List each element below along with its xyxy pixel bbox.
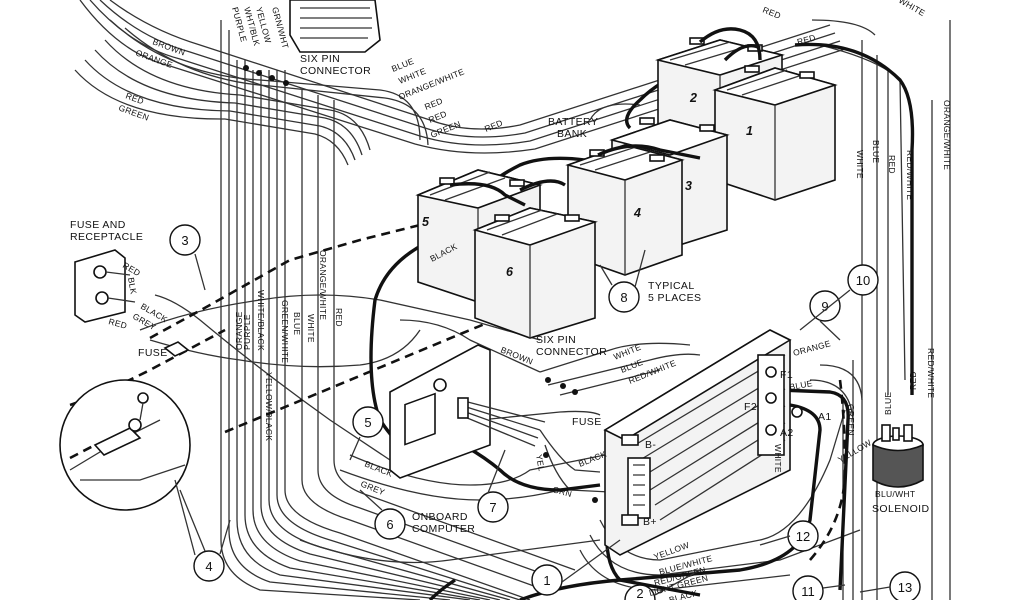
svg-text:A2: A2 (780, 427, 794, 439)
svg-text:YELLOW: YELLOW (836, 437, 873, 464)
svg-text:WHITE: WHITE (306, 314, 316, 343)
battery-1 (712, 65, 838, 201)
callout-8: 8 (608, 281, 640, 313)
label-blu-wht: BLU/WHT (875, 489, 915, 499)
callout-11: 11 (792, 575, 824, 600)
svg-text:BLACK: BLACK (577, 449, 608, 469)
svg-text:5: 5 (364, 415, 371, 430)
svg-text:ORANGE/WHITE: ORANGE/WHITE (318, 250, 328, 320)
callout-10: 10 (847, 264, 879, 296)
svg-text:B-: B- (645, 439, 656, 451)
svg-text:RED: RED (761, 5, 782, 21)
svg-text:A1: A1 (818, 411, 832, 423)
svg-text:YELLOW/BLACK: YELLOW/BLACK (264, 372, 274, 441)
svg-text:BLUE: BLUE (871, 140, 881, 163)
svg-text:BLK: BLK (126, 277, 139, 295)
svg-text:3: 3 (181, 233, 188, 248)
label-solenoid: SOLENOID (872, 503, 929, 515)
solenoid (872, 424, 924, 488)
callout-3: 3 (169, 224, 201, 256)
battery-label-6: 6 (506, 265, 514, 279)
svg-text:RED/WHITE: RED/WHITE (905, 150, 915, 200)
svg-text:WHITE: WHITE (897, 0, 927, 18)
svg-text:GREEN: GREEN (117, 102, 150, 122)
callout-5: 5 (352, 406, 384, 438)
svg-text:8: 8 (620, 290, 627, 305)
onboard-computer (389, 344, 546, 479)
svg-text:RED: RED (908, 371, 918, 390)
svg-text:GREEN: GREEN (846, 404, 856, 436)
battery-label-2: 2 (689, 91, 697, 105)
svg-text:10: 10 (856, 273, 870, 288)
svg-text:ORANGE: ORANGE (234, 311, 244, 350)
battery-label-4: 4 (633, 206, 641, 220)
battery-bank (415, 27, 838, 339)
svg-text:BLUE: BLUE (883, 392, 893, 415)
battery-label-1: 1 (746, 124, 753, 138)
callout-12: 12 (787, 520, 819, 552)
svg-text:WHITE: WHITE (773, 444, 783, 473)
callout-4: 4 (193, 550, 225, 582)
fuse-receptacle (74, 249, 190, 357)
svg-text:GRN/WHT: GRN/WHT (270, 6, 291, 50)
battery-label-5: 5 (422, 215, 430, 229)
controller-terminal-labels: B- B+ F1 F2 A1 A2 (643, 369, 832, 528)
svg-text:12: 12 (796, 529, 810, 544)
svg-text:GRN: GRN (551, 484, 573, 499)
svg-text:11: 11 (801, 584, 815, 599)
callout-6: 6 (374, 508, 406, 540)
svg-text:2: 2 (636, 586, 643, 600)
svg-text:RED: RED (796, 32, 817, 47)
svg-text:ORANGE: ORANGE (792, 338, 832, 358)
svg-text:WHITE: WHITE (855, 150, 865, 179)
svg-text:YELLOW: YELLOW (652, 540, 690, 562)
svg-text:BROWN: BROWN (499, 345, 534, 367)
svg-text:RED: RED (887, 155, 897, 174)
wire-harness (74, 0, 951, 600)
svg-text:13: 13 (898, 580, 912, 595)
svg-text:6: 6 (386, 517, 393, 532)
motor-controller (603, 329, 803, 556)
svg-text:9: 9 (821, 299, 828, 314)
label-fuse-left: FUSE (138, 347, 168, 359)
six-pin-connector-top (243, 0, 381, 86)
svg-text:BLUE: BLUE (789, 378, 814, 392)
svg-text:RED/WHITE: RED/WHITE (926, 348, 936, 398)
svg-text:WHITE/BLACK: WHITE/BLACK (256, 290, 266, 351)
svg-text:BLUE: BLUE (292, 312, 302, 335)
battery-6 (472, 207, 598, 339)
svg-text:4: 4 (205, 559, 212, 574)
callout-13: 13 (889, 571, 921, 600)
svg-text:RED: RED (107, 316, 128, 331)
battery-label-3: 3 (685, 179, 692, 193)
svg-text:ORANGE/WHITE: ORANGE/WHITE (942, 100, 952, 170)
svg-text:YEL: YEL (534, 454, 547, 472)
svg-text:RED: RED (334, 308, 344, 327)
fuse-detail-inset (59, 379, 191, 511)
svg-text:7: 7 (489, 500, 496, 515)
callout-7: 7 (477, 491, 509, 523)
callout-2: 2 (624, 584, 656, 600)
svg-text:PURPLE: PURPLE (242, 314, 252, 350)
label-fuse-mid: FUSE (572, 416, 602, 428)
connector-dots-mid (543, 377, 598, 503)
callouts: 1 2 3 4 5 6 7 8 9 10 11 12 13 (169, 224, 921, 600)
svg-text:GREEN/WHITE: GREEN/WHITE (280, 300, 290, 363)
svg-text:B+: B+ (643, 516, 657, 528)
svg-text:F2: F2 (744, 401, 757, 413)
svg-text:RED: RED (483, 118, 504, 134)
svg-text:1: 1 (543, 573, 550, 588)
callout-1: 1 (531, 564, 563, 596)
svg-text:F1: F1 (780, 369, 793, 381)
callout-9: 9 (809, 290, 841, 322)
